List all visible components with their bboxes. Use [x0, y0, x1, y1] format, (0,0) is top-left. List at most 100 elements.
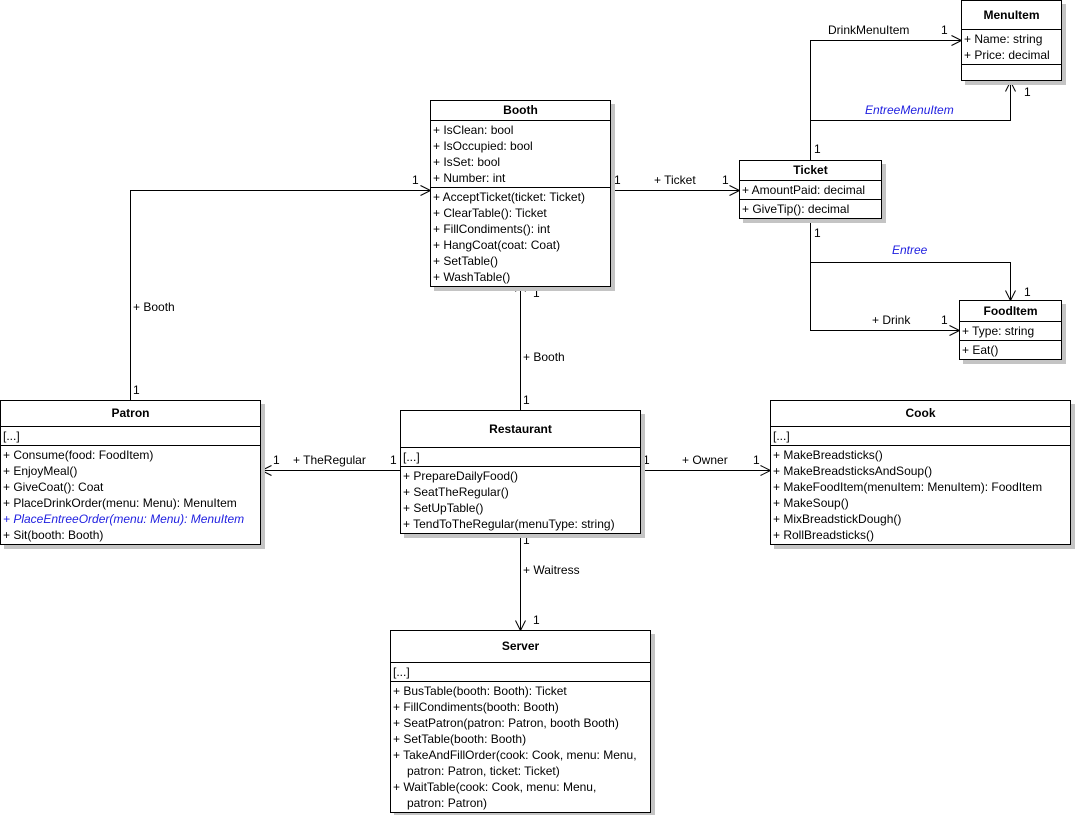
role-entreemenuitem: EntreeMenuItem [865, 103, 954, 117]
mult-owner-dst: 1 [753, 453, 760, 467]
attribute: [...] [403, 450, 420, 464]
operation: + HangCoat(coat: Coat) [433, 238, 561, 252]
attribute: + Price: decimal [964, 48, 1050, 62]
role-patron-booth: + Booth [133, 300, 175, 314]
class-ticket[interactable]: Ticket + AmountPaid: decimal + GiveTip()… [739, 160, 882, 219]
operation: + MakeBreadsticksAndSoup() [773, 464, 933, 478]
operations-section: + GiveTip(): decimal [740, 200, 881, 218]
operation: + RollBreadsticks() [773, 528, 875, 542]
mult-restaurant-booth-dst: 1 [533, 286, 540, 300]
operation: + GiveCoat(): Coat [3, 480, 104, 494]
attribute: [...] [393, 665, 410, 679]
operation: + SeatTheRegular() [403, 485, 509, 499]
class-name: Restaurant [401, 411, 640, 448]
assoc-ticket-entreemenuitem [810, 81, 1011, 121]
class-patron[interactable]: Patron [...] + Consume(food: FoodItem) +… [0, 400, 261, 545]
assoc-ticket-entree-branch [810, 262, 1011, 301]
class-server[interactable]: Server [...] + BusTable(booth: Booth): T… [390, 630, 651, 813]
operation: + PlaceDrinkOrder(menu: Menu): MenuItem [3, 496, 237, 510]
attribute: [...] [3, 429, 20, 443]
operation: + MakeBreadsticks() [773, 448, 883, 462]
class-name: Booth [431, 101, 610, 121]
operation: + TakeAndFillOrder(cook: Cook, menu: Men… [393, 748, 637, 762]
attributes-section: + IsClean: bool + IsOccupied: bool + IsS… [431, 121, 610, 188]
mult-entree-fooditem-dst: 1 [1024, 285, 1031, 299]
role-restaurant-booth: + Booth [523, 350, 565, 364]
mult-theregular-src: 1 [390, 453, 397, 467]
operation: + PrepareDailyFood() [403, 469, 519, 483]
class-name: Cook [771, 401, 1070, 427]
operation: + MakeFoodItem(menuItem: MenuItem): Food… [773, 480, 1043, 494]
role-drink: + Drink [872, 313, 911, 327]
operation: + EnjoyMeal() [3, 464, 78, 478]
operations-section: + PrepareDailyFood() + SeatTheRegular() … [401, 467, 640, 533]
role-entree: Entree [892, 243, 928, 257]
operation-continuation: patron: Patron, ticket: Ticket) [407, 764, 560, 778]
operations-section [962, 65, 1061, 83]
attributes-section: + Name: string + Price: decimal [962, 30, 1061, 65]
operations-section: + BusTable(booth: Booth): Ticket + FillC… [391, 682, 650, 812]
attributes-section: [...] [391, 663, 650, 682]
mult-drinkmenuitem-dst: 1 [941, 23, 948, 37]
class-fooditem[interactable]: FoodItem + Type: string + Eat() [959, 300, 1062, 360]
operation: + WashTable() [433, 270, 511, 284]
operation: + MakeSoup() [773, 496, 849, 510]
class-restaurant[interactable]: Restaurant [...] + PrepareDailyFood() + … [400, 410, 641, 534]
assoc-ticket-drinkmenuitem [810, 40, 962, 161]
class-name: MenuItem [962, 1, 1061, 30]
attribute: + Number: int [433, 171, 506, 185]
operations-section: + Eat() [960, 341, 1061, 359]
arrowhead-patron [260, 465, 272, 476]
attributes-section: [...] [401, 448, 640, 467]
mult-booth-ticket-dst: 1 [722, 173, 729, 187]
class-name: Server [391, 631, 650, 663]
mult-drink-fooditem-dst: 1 [941, 313, 948, 327]
attributes-section: + Type: string [960, 322, 1061, 341]
attribute: + AmountPaid: decimal [742, 183, 866, 197]
mult-drinkmenuitem-src: 1 [814, 142, 821, 156]
mult-theregular-dst: 1 [273, 453, 280, 467]
role-waitress: + Waitress [523, 563, 580, 577]
operation: + SeatPatron(patron: Patron, booth Booth… [393, 716, 619, 730]
operation: + WaitTable(cook: Cook, menu: Menu, [393, 780, 597, 794]
mult-patron-booth-dst: 1 [412, 173, 419, 187]
mult-entreemenuitem-dst: 1 [1024, 85, 1031, 99]
mult-waitress-src: 1 [523, 533, 530, 547]
arrowhead-menuitem-entree [1005, 80, 1016, 92]
operations-section: + AcceptTicket(ticket: Ticket) + ClearTa… [431, 188, 610, 286]
operation: + TendToTheRegular(menuType: string) [403, 517, 615, 531]
abstract-operation: + PlaceEntreeOrder(menu: Menu): MenuItem [3, 512, 245, 526]
operation: + FillCondiments(booth: Booth) [393, 700, 559, 714]
mult-booth-ticket-src: 1 [614, 173, 621, 187]
attribute: + Name: string [964, 32, 1043, 46]
operation: + SetUpTable() [403, 501, 484, 515]
role-drinkmenuitem: DrinkMenuItem [828, 23, 910, 37]
mult-entree-fooditem-src: 1 [814, 226, 821, 240]
operation: + Consume(food: FoodItem) [3, 448, 154, 462]
mult-restaurant-booth-src: 1 [523, 393, 530, 407]
attributes-section: [...] [1, 427, 260, 446]
class-name: Ticket [740, 161, 881, 181]
attribute: + IsSet: bool [433, 155, 501, 169]
attribute: + IsOccupied: bool [433, 139, 533, 153]
role-ticket: + Ticket [654, 173, 696, 187]
role-theregular: + TheRegular [293, 453, 366, 467]
operation: + Sit(booth: Booth) [3, 528, 104, 542]
class-name: Patron [1, 401, 260, 427]
operation: + ClearTable(): Ticket [433, 206, 547, 220]
assoc-patron-booth [130, 190, 431, 401]
operations-section: + Consume(food: FoodItem) + EnjoyMeal() … [1, 446, 260, 544]
attributes-section: [...] [771, 427, 1070, 446]
attribute: [...] [773, 429, 790, 443]
operation: + AcceptTicket(ticket: Ticket) [433, 190, 585, 204]
class-booth[interactable]: Booth + IsClean: bool + IsOccupied: bool… [430, 100, 611, 287]
mult-owner-src: 1 [643, 453, 650, 467]
attribute: + Type: string [962, 324, 1035, 338]
operation: + BusTable(booth: Booth): Ticket [393, 684, 567, 698]
class-menuitem[interactable]: MenuItem + Name: string + Price: decimal [961, 0, 1062, 81]
class-cook[interactable]: Cook [...] + MakeBreadsticks() + MakeBre… [770, 400, 1071, 545]
operations-section: + MakeBreadsticks() + MakeBreadsticksAnd… [771, 446, 1070, 544]
attribute: + IsClean: bool [433, 123, 514, 137]
mult-waitress-dst: 1 [533, 613, 540, 627]
